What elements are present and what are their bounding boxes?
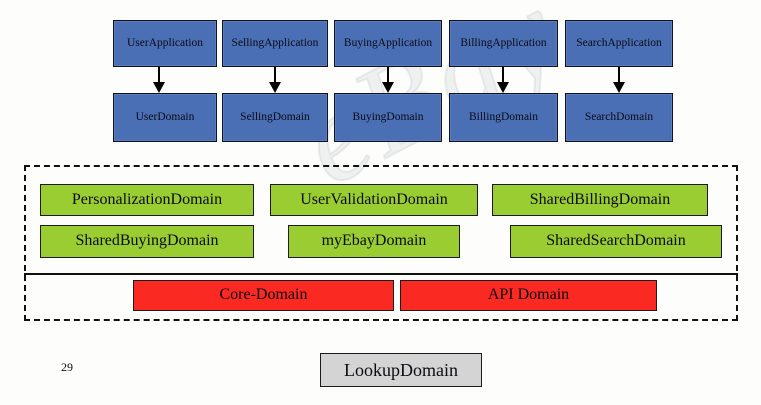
node-lookup-domain[interactable]: LookupDomain xyxy=(320,353,482,387)
node-myebay-domain[interactable]: myEbayDomain xyxy=(288,225,460,258)
node-selling-application[interactable]: SellingApplication xyxy=(222,20,328,67)
page-number: 29 xyxy=(61,360,73,374)
node-buying-domain[interactable]: BuyingDomain xyxy=(334,93,442,142)
node-shared-search-domain[interactable]: SharedSearchDomain xyxy=(510,225,722,258)
shared-services-group xyxy=(24,165,738,321)
arrow-buying-application-to-buying-domain xyxy=(382,67,394,93)
node-search-application[interactable]: SearchApplication xyxy=(565,20,673,67)
node-shared-buying-domain[interactable]: SharedBuyingDomain xyxy=(40,225,254,258)
node-selling-domain[interactable]: SellingDomain xyxy=(222,93,328,142)
node-core-domain[interactable]: Core-Domain xyxy=(133,280,394,311)
node-search-domain[interactable]: SearchDomain xyxy=(565,93,673,142)
node-user-validation-domain[interactable]: UserValidationDomain xyxy=(270,184,478,216)
shared-core-divider xyxy=(24,273,738,275)
node-user-application[interactable]: UserApplication xyxy=(113,20,217,67)
node-personalization-domain[interactable]: PersonalizationDomain xyxy=(40,184,254,216)
node-api-domain[interactable]: API Domain xyxy=(400,280,657,311)
node-billing-domain[interactable]: BillingDomain xyxy=(449,93,558,142)
arrow-billing-application-to-billing-domain xyxy=(497,67,509,93)
node-user-domain[interactable]: UserDomain xyxy=(113,93,217,142)
arrow-search-application-to-search-domain xyxy=(613,67,625,93)
node-billing-application[interactable]: BillingApplication xyxy=(449,20,558,67)
arrow-selling-application-to-selling-domain xyxy=(269,67,281,93)
node-shared-billing-domain[interactable]: SharedBillingDomain xyxy=(492,184,708,216)
arrow-user-application-to-user-domain xyxy=(153,67,165,93)
node-buying-application[interactable]: BuyingApplication xyxy=(334,20,442,67)
